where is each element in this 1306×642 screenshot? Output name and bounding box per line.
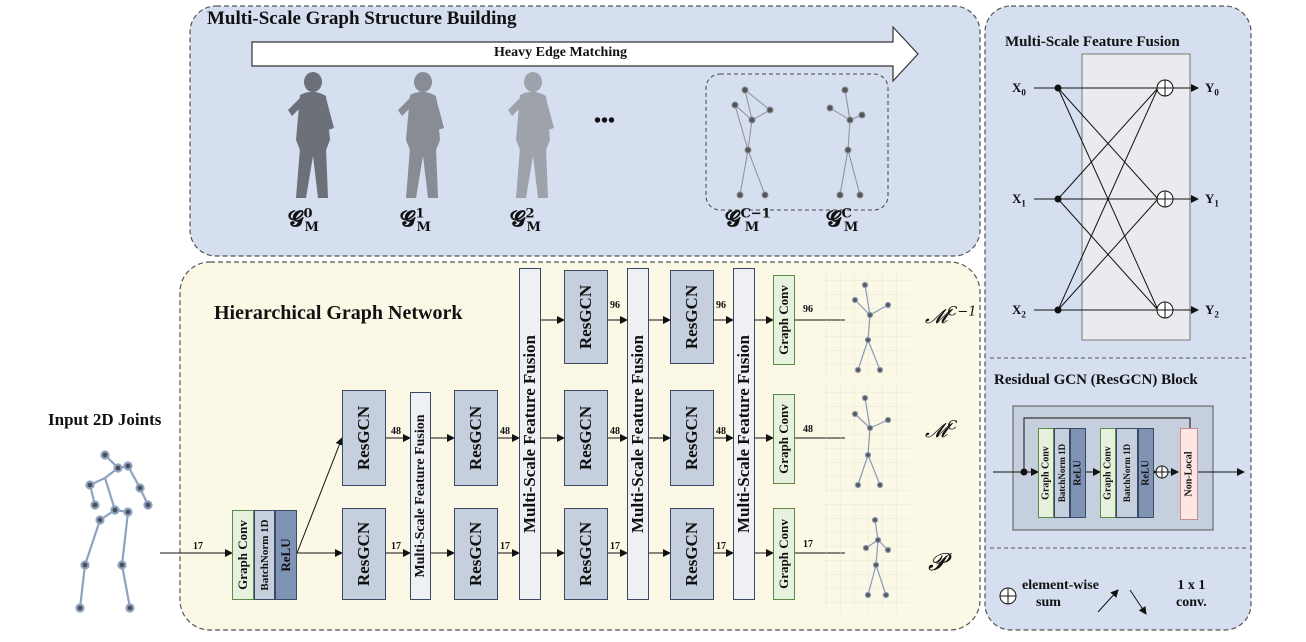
- resgcn-3b: ResGCN: [564, 390, 608, 486]
- fusion-lines: [1034, 84, 1199, 314]
- fusion-input-x1: X1: [1012, 191, 1026, 209]
- resgcn-block-title: Residual GCN (ResGCN) Block: [994, 372, 1198, 388]
- batchnorm-block: BatchNorm 1D: [254, 510, 275, 600]
- dim-label: 17: [716, 541, 726, 552]
- graph-conv-block: Graph Conv: [232, 510, 254, 600]
- output-label-mc-1: 𝓜C−1: [925, 304, 977, 328]
- resgcn-3a: ResGCN: [564, 270, 608, 364]
- resgcn-1a: ResGCN: [342, 390, 386, 486]
- output-label-p: 𝓟: [928, 548, 946, 576]
- output-skeletons: [851, 281, 892, 599]
- legend-conv-arrows: [1097, 589, 1147, 615]
- mesh-figure-1: [398, 72, 444, 198]
- block-batchnorm-2: BatchNorm 1D: [1116, 428, 1138, 518]
- resgcn-sum-icon: [1155, 465, 1169, 479]
- relu-block: ReLU: [275, 510, 297, 600]
- graph-label-4: 𝓖CM: [826, 206, 859, 236]
- coarse-graph-c-minus-1: [731, 86, 774, 199]
- fusion-title: Multi-Scale Feature Fusion: [1005, 34, 1180, 50]
- graph-conv-out-1: Graph Conv: [773, 275, 795, 365]
- block-batchnorm-1: BatchNorm 1D: [1054, 428, 1070, 518]
- mesh-figure-2: [508, 72, 554, 198]
- graph-conv-out-3: Graph Conv: [773, 508, 795, 600]
- fusion-output-y0: Y0: [1205, 80, 1219, 98]
- dim-label: 48: [391, 426, 401, 437]
- fusion-nodes: [1054, 84, 1062, 314]
- graph-conv-out-2: Graph Conv: [773, 394, 795, 484]
- ellipsis: •••: [594, 110, 616, 132]
- dim-label: 96: [610, 300, 620, 311]
- heavy-edge-label: Heavy Edge Matching: [494, 45, 627, 60]
- dim-label: 48: [500, 426, 510, 437]
- coarse-graph-c: [826, 86, 866, 199]
- sum-icons: [1156, 79, 1174, 319]
- dim-label: 48: [803, 424, 813, 435]
- msff-4: Multi-Scale Feature Fusion: [733, 268, 755, 600]
- fusion-input-x0: X0: [1012, 80, 1026, 98]
- resgcn-4c: ResGCN: [670, 508, 714, 600]
- resgcn-2b: ResGCN: [454, 508, 498, 600]
- top-panel: [189, 5, 981, 257]
- graph-label-3: 𝓖C−1M: [725, 206, 771, 236]
- output-plots: [822, 270, 910, 612]
- resgcn-1b: ResGCN: [342, 508, 386, 600]
- network-panel-title: Hierarchical Graph Network: [214, 302, 463, 324]
- input-label: Input 2D Joints: [48, 410, 162, 429]
- dim-label: 17: [610, 541, 620, 552]
- resgcn-2a: ResGCN: [454, 390, 498, 486]
- block-graph-conv-2: Graph Conv: [1100, 428, 1116, 518]
- mesh-figure-0: [288, 72, 334, 198]
- output-label-mc: 𝓜C: [925, 418, 958, 442]
- fusion-output-y2: Y2: [1205, 302, 1219, 320]
- resgcn-split-node: [1020, 468, 1028, 476]
- dim-label: 48: [716, 426, 726, 437]
- block-relu-2: ReLU: [1138, 428, 1154, 518]
- dim-label: 96: [716, 300, 726, 311]
- graph-label-2: 𝓖2M: [510, 206, 541, 236]
- msff-1: Multi-Scale Feature Fusion: [410, 392, 431, 600]
- dim-label: 17: [500, 541, 510, 552]
- resgcn-4a: ResGCN: [670, 270, 714, 364]
- coarse-graph-group: [705, 73, 889, 211]
- graph-label-0: 𝓖0M: [288, 206, 319, 236]
- graph-label-1: 𝓖1M: [400, 206, 431, 236]
- block-relu-1: ReLU: [1070, 428, 1086, 518]
- msff-2: Multi-Scale Feature Fusion: [519, 268, 541, 600]
- fusion-input-x2: X2: [1012, 302, 1026, 320]
- dim-label: 17: [803, 539, 813, 550]
- fusion-block: [1081, 53, 1191, 341]
- dim-label: 17: [391, 541, 401, 552]
- fusion-output-y1: Y1: [1205, 191, 1219, 209]
- dim-label: 17: [193, 541, 203, 552]
- top-panel-title: Multi-Scale Graph Structure Building: [207, 8, 517, 29]
- dim-label: 48: [610, 426, 620, 437]
- dim-label: 96: [803, 304, 813, 315]
- input-skeleton: [75, 450, 153, 613]
- block-non-local: Non-Local: [1180, 428, 1198, 520]
- block-graph-conv-1: Graph Conv: [1038, 428, 1054, 518]
- heavy-edge-arrow: [251, 25, 919, 83]
- legend-sum-icon: [999, 587, 1017, 605]
- msff-3: Multi-Scale Feature Fusion: [627, 268, 649, 600]
- resgcn-3c: ResGCN: [564, 508, 608, 600]
- resgcn-4b: ResGCN: [670, 390, 714, 486]
